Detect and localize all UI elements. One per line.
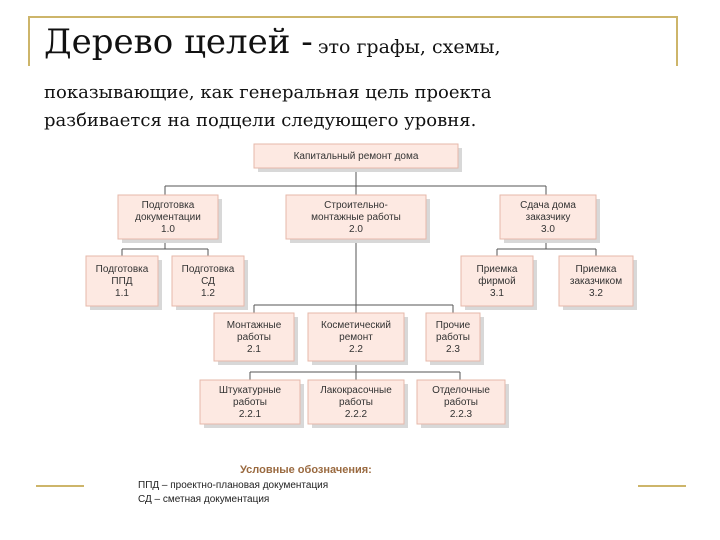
node-box — [499, 194, 597, 240]
node-label-line: Лакокрасочные — [320, 385, 392, 396]
node-box — [171, 255, 245, 307]
node-label-line: документации — [135, 212, 201, 223]
node-root: Капитальный ремонт дома — [253, 143, 462, 172]
node-label-line: Строительно- — [324, 200, 388, 211]
node-label-line: 3.0 — [541, 224, 555, 235]
node-label-line: Сдача дома — [520, 200, 576, 211]
node-label-line: 3.1 — [490, 288, 504, 299]
node-label-line: Подготовка — [142, 200, 195, 211]
node-label-line: 3.2 — [589, 288, 603, 299]
node-label-line: работы — [339, 396, 373, 408]
node-label-line: 2.2.2 — [345, 409, 368, 420]
connector-root-level1 — [164, 168, 547, 195]
node-label-line: 2.0 — [349, 224, 363, 235]
node-box — [307, 379, 405, 425]
node-label-line: работы — [436, 331, 470, 343]
node-label-line: заказчиком — [570, 276, 622, 287]
tree-connectors — [121, 168, 597, 380]
frame-left-line — [28, 16, 30, 66]
node-box — [307, 312, 405, 362]
node-box — [558, 255, 634, 307]
connector-3-0-children — [496, 239, 597, 256]
frame-top-line — [28, 16, 678, 18]
node-label-line: Прочие — [436, 320, 471, 331]
node-label-line: 2.3 — [446, 344, 460, 355]
node-label-line: 1.1 — [115, 288, 129, 299]
node-box — [85, 255, 159, 307]
legend-item-sd: СД – сметная документация — [138, 494, 270, 505]
node-label-line: 2.2.1 — [239, 409, 262, 420]
node-label-line: Подготовка — [182, 264, 235, 275]
node-label-line: ППД — [111, 276, 132, 287]
node-box — [416, 379, 506, 425]
node-label-line: 2.1 — [247, 344, 261, 355]
node-label-line: 1.2 — [201, 288, 215, 299]
node-label-line: 2.2 — [349, 344, 363, 355]
node-label-line: 2.2.3 — [450, 409, 473, 420]
node-label-line: работы — [233, 396, 267, 408]
title-rest: это графы, схемы, — [317, 36, 501, 58]
connector-2-0-children — [253, 239, 454, 313]
frame-bottom-right-line — [638, 485, 686, 487]
node-label-line: Приемка — [576, 264, 617, 275]
node-label-line: Косметический — [321, 320, 391, 331]
node-box — [117, 194, 219, 240]
node-box — [285, 194, 427, 240]
node-label-line: Монтажные — [227, 320, 282, 331]
node-box — [213, 312, 295, 362]
subtitle-line-1: показывающие, как генеральная цель проек… — [44, 82, 492, 103]
subtitle-line-2: разбивается на подцели следующего уровня… — [44, 110, 477, 131]
node-label-line: Приемка — [477, 264, 518, 275]
node-label-line: Штукатурные — [219, 385, 282, 396]
title-main: Дерево целей - — [44, 22, 313, 62]
node-box — [425, 312, 481, 362]
connector-2-2-children — [249, 361, 461, 380]
node-box — [253, 143, 459, 169]
legend-item-ppd: ППД – проектно-плановая документация — [138, 480, 329, 491]
node-label-line: 1.0 — [161, 224, 175, 235]
node-label-line: Капитальный ремонт дома — [294, 151, 419, 162]
node-box — [460, 255, 534, 307]
node-label-line: фирмой — [478, 275, 515, 287]
connector-1-0-children — [121, 239, 209, 256]
node-label-line: монтажные работы — [311, 211, 401, 223]
node-label-line: работы — [237, 331, 271, 343]
node-box — [199, 379, 301, 425]
node-label-line: Подготовка — [96, 264, 149, 275]
node-label-line: заказчику — [526, 212, 571, 223]
legend-title: Условные обозначения: — [240, 464, 372, 476]
slide-title: Дерево целей - это графы, схемы, — [44, 22, 501, 62]
node-label-line: Отделочные — [432, 385, 490, 396]
frame-right-line — [676, 16, 678, 66]
node-label-line: работы — [444, 396, 478, 408]
frame-bottom-left-line — [36, 485, 84, 487]
node-label-line: ремонт — [339, 332, 373, 343]
node-label-line: СД — [201, 276, 215, 287]
